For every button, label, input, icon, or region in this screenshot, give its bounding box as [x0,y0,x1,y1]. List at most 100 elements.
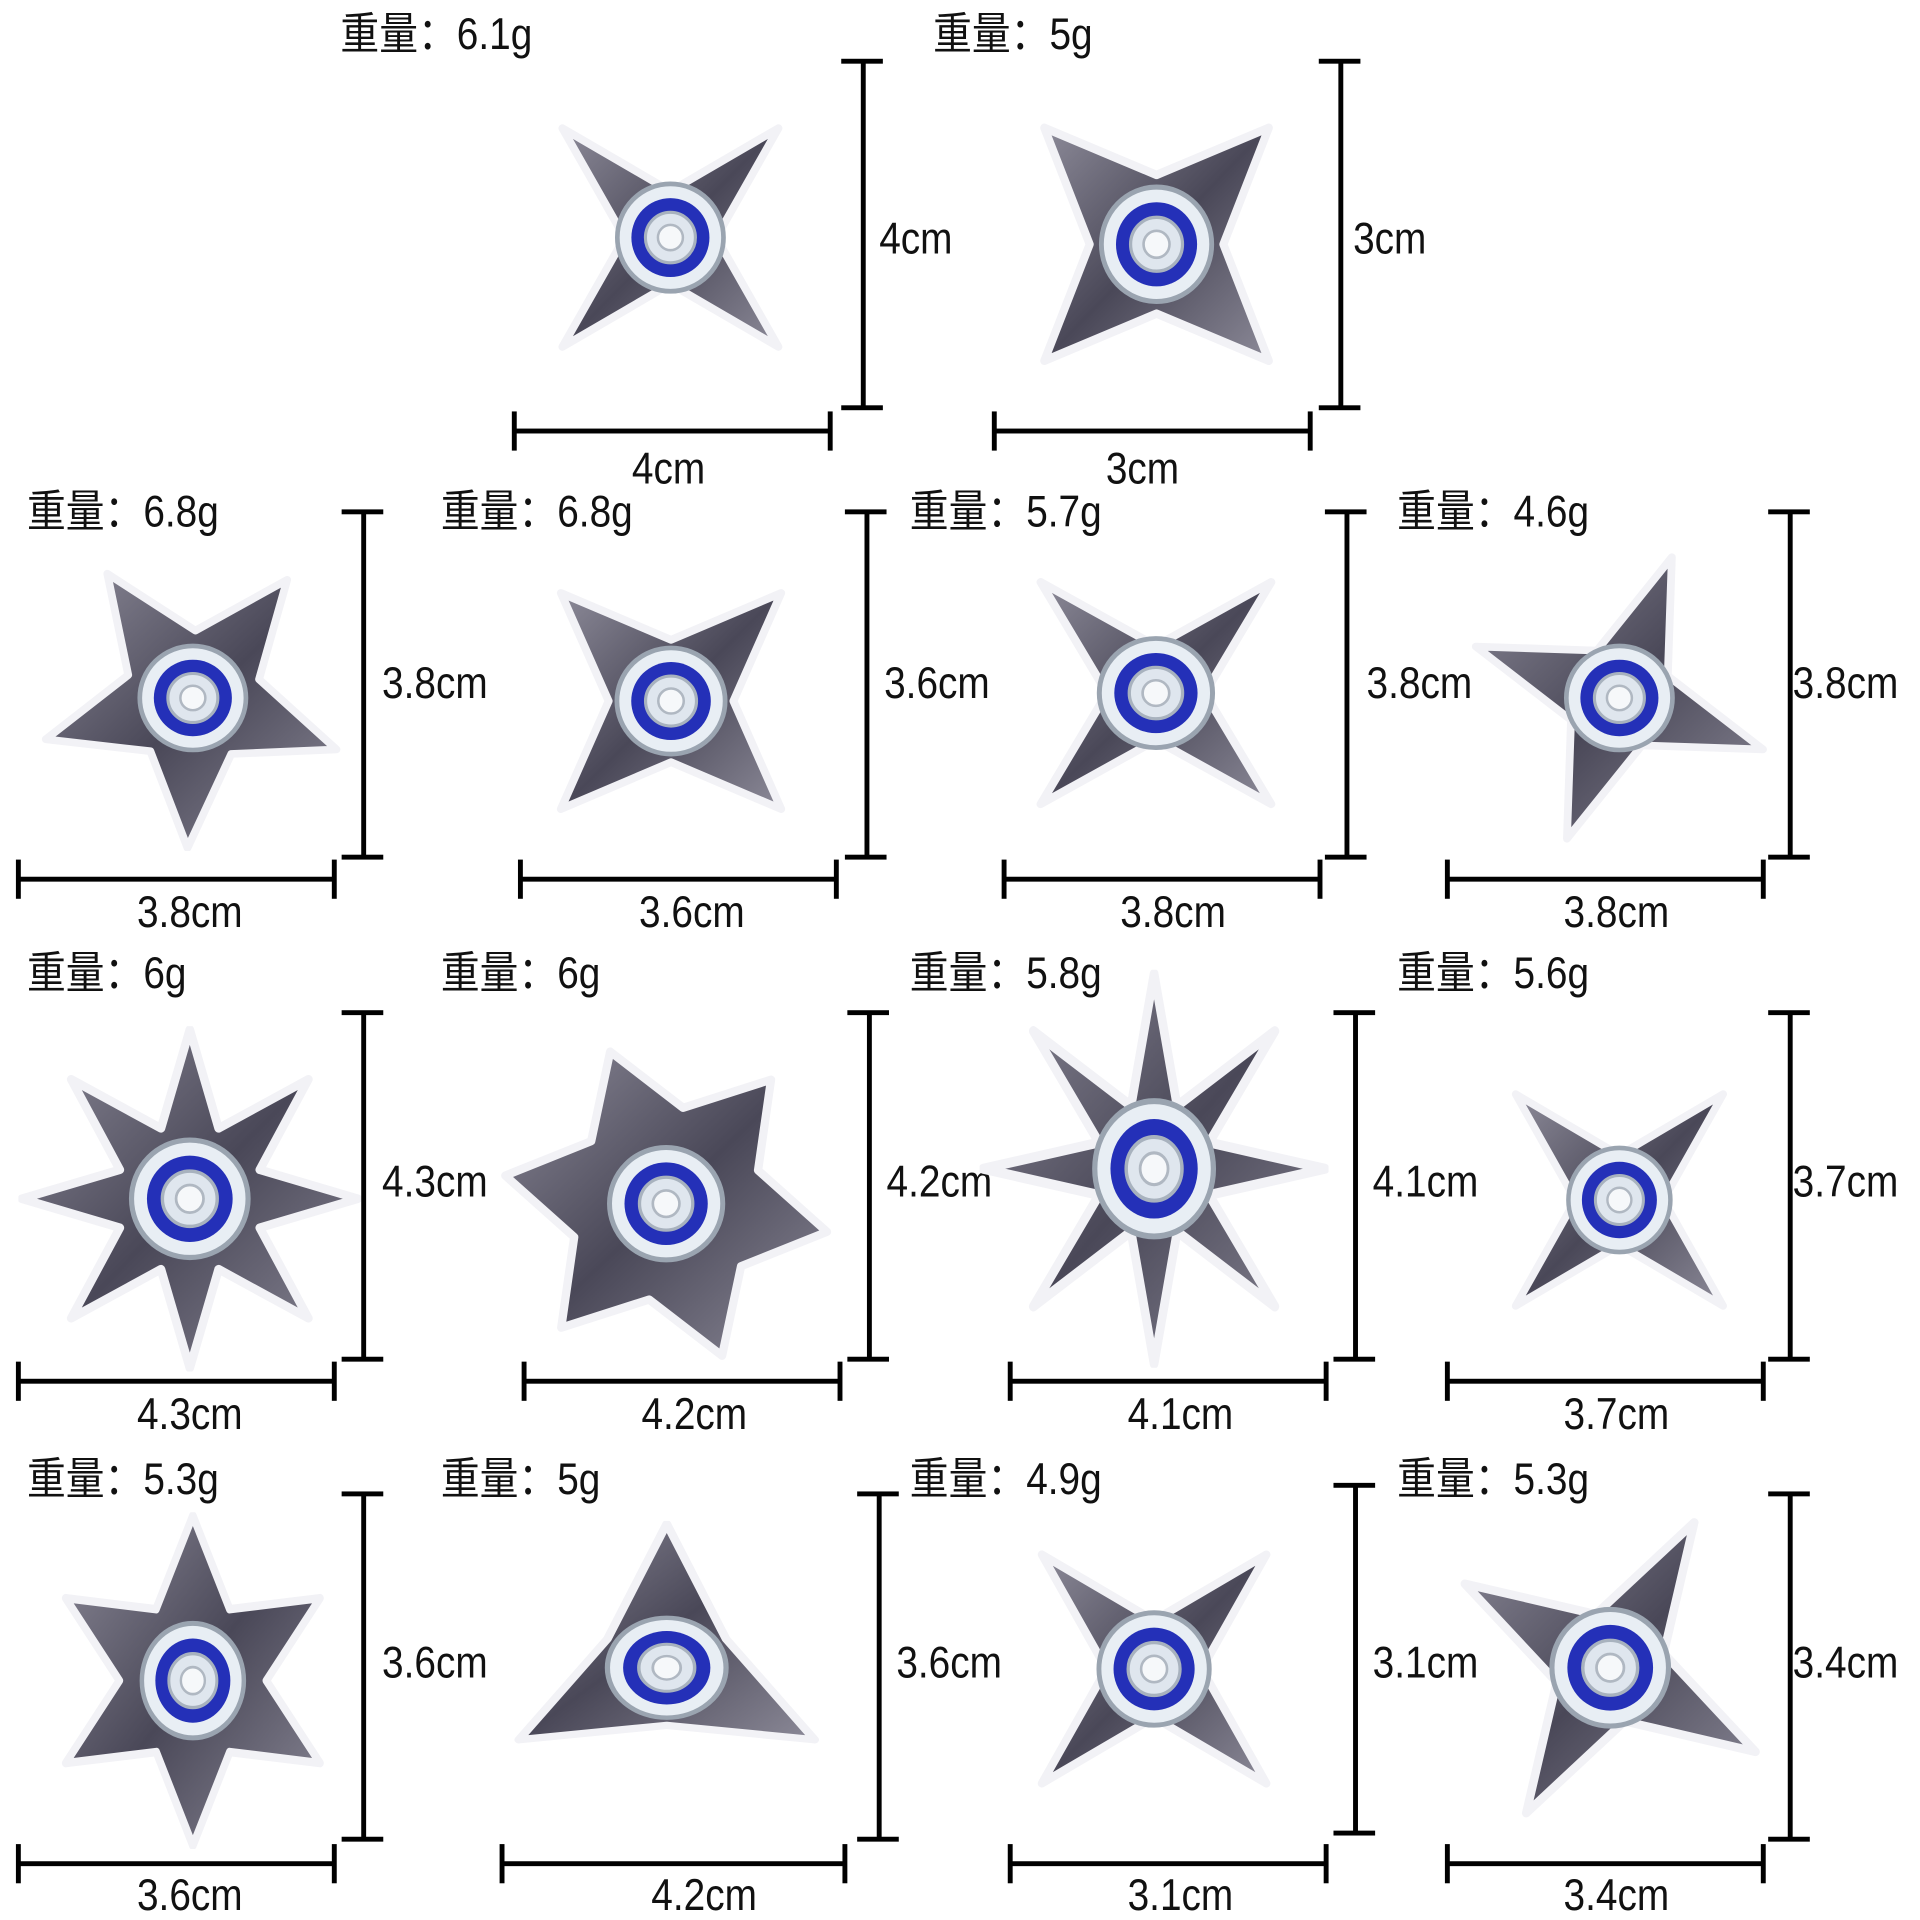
dimension-line [1444,859,1450,899]
dimension-line [18,1861,335,1867]
bearing-cap [179,684,207,712]
dimension-line [341,1491,384,1497]
dimension-line [15,1844,21,1884]
dimension-line [847,1356,889,1362]
height-label: 4.1cm [1372,1155,1479,1207]
weight-label: 重量：6g [441,951,601,995]
weight-label: 重量：6.8g [441,489,633,534]
dimension-line [521,1361,527,1401]
width-label: 4cm [631,443,706,494]
weight-label: 重量：5.3g [27,1457,219,1501]
dimension-line [1444,1844,1450,1884]
dimension-line [499,1844,505,1884]
height-label: 4.2cm [886,1155,993,1207]
dimension-line [1768,1491,1810,1497]
height-label: 4cm [879,213,953,264]
dimension-line [1787,1012,1793,1360]
weight-value: 6g [557,947,601,998]
width-label: 3.7cm [1563,1388,1670,1439]
height-label: 3.6cm [884,657,990,708]
dimension-line [514,428,831,434]
height-label: 3.6cm [896,1637,1002,1688]
bearing-cap [656,223,685,252]
dimension-line [511,411,517,451]
dimension-line [1324,854,1367,860]
dimension-line [1010,1378,1327,1384]
dimension-line [1010,1861,1327,1867]
height-label: 3.8cm [1366,657,1473,708]
weight-prefix: 重量： [909,1453,1027,1504]
concave-four-point-star-spinner-image [1040,123,1273,366]
height-label: 3.8cm [1792,657,1899,708]
height-label: 3cm [1353,213,1427,264]
dimension-line [837,1361,843,1401]
dimension-line [18,876,335,882]
weight-prefix: 重量： [1397,947,1514,998]
dimension-line [524,1378,841,1384]
dimension-line [1004,876,1321,882]
dimension-line [341,1356,384,1362]
dimension-line [1333,1010,1376,1016]
dimension-line [341,509,384,515]
weight-label: 重量：5.3g [1397,1457,1589,1501]
six-curved-blades-spinner-image [501,1047,832,1360]
dimension-line [361,1493,367,1840]
eight-arrow-star-spinner-image [18,1026,362,1372]
dimension-line [1768,509,1810,515]
height-label: 4.3cm [382,1155,488,1207]
dimension-line [331,1844,337,1884]
dimension-line [1760,859,1766,899]
dimension-line [502,1861,845,1867]
weight-label: 重量：6g [27,951,187,995]
bearing-cap [1142,229,1171,260]
dimension-line [1344,511,1350,858]
dimension-line [841,58,883,64]
bearing-cap [1141,678,1171,708]
weight-value: 5.6g [1513,947,1590,998]
dimension-line [847,1010,889,1016]
pinwheel-blades-spinner-image [41,569,341,852]
bearing-cap [174,1183,205,1214]
dimension-line [991,411,997,451]
dimension-line [1323,1361,1329,1401]
dimension-line [15,1361,21,1401]
eight-point-star-spinner-image [979,969,1329,1368]
dimension-line [841,405,883,411]
dimension-line [1768,1836,1810,1842]
dimension-line [1353,1485,1358,1834]
dimension-line [1760,1361,1766,1401]
weight-label: 重量：5.8g [910,951,1102,995]
width-label: 3.8cm [136,886,243,937]
bearing-cap [651,1654,683,1681]
width-label: 4.1cm [1127,1388,1234,1439]
dimension-line [1787,511,1793,858]
dimension-line [1333,1356,1376,1362]
six-point-star-spinner-image [61,1512,324,1849]
weight-value: 6.8g [143,486,219,537]
dimension-line [866,1012,872,1360]
height-label: 3.6cm [382,1637,488,1688]
width-label: 3cm [1105,443,1180,494]
dimension-line [864,511,870,858]
dimension-line [361,1012,367,1360]
weight-prefix: 重量： [440,486,558,537]
dimension-line [1318,58,1361,64]
dimension-line [827,411,833,451]
weight-prefix: 重量： [26,486,144,537]
dimension-line [1447,1861,1764,1867]
weight-label: 重量：6.1g [340,12,532,56]
dimension-line [341,1010,384,1016]
bearing-cap [1138,1151,1170,1187]
bearing-cap [1139,1654,1169,1684]
weight-prefix: 重量： [440,1453,558,1504]
dimension-line [844,509,887,515]
height-label: 3.8cm [382,657,488,708]
weight-label: 重量：5.6g [1397,951,1589,995]
dimension-line [341,1836,384,1842]
dimension-line [860,61,866,408]
dimension-line [876,1493,882,1840]
weight-label: 重量：6.8g [27,489,219,534]
dimension-line [1333,1482,1376,1488]
dimension-line [1444,1361,1450,1401]
bearing-cap [179,1665,207,1696]
